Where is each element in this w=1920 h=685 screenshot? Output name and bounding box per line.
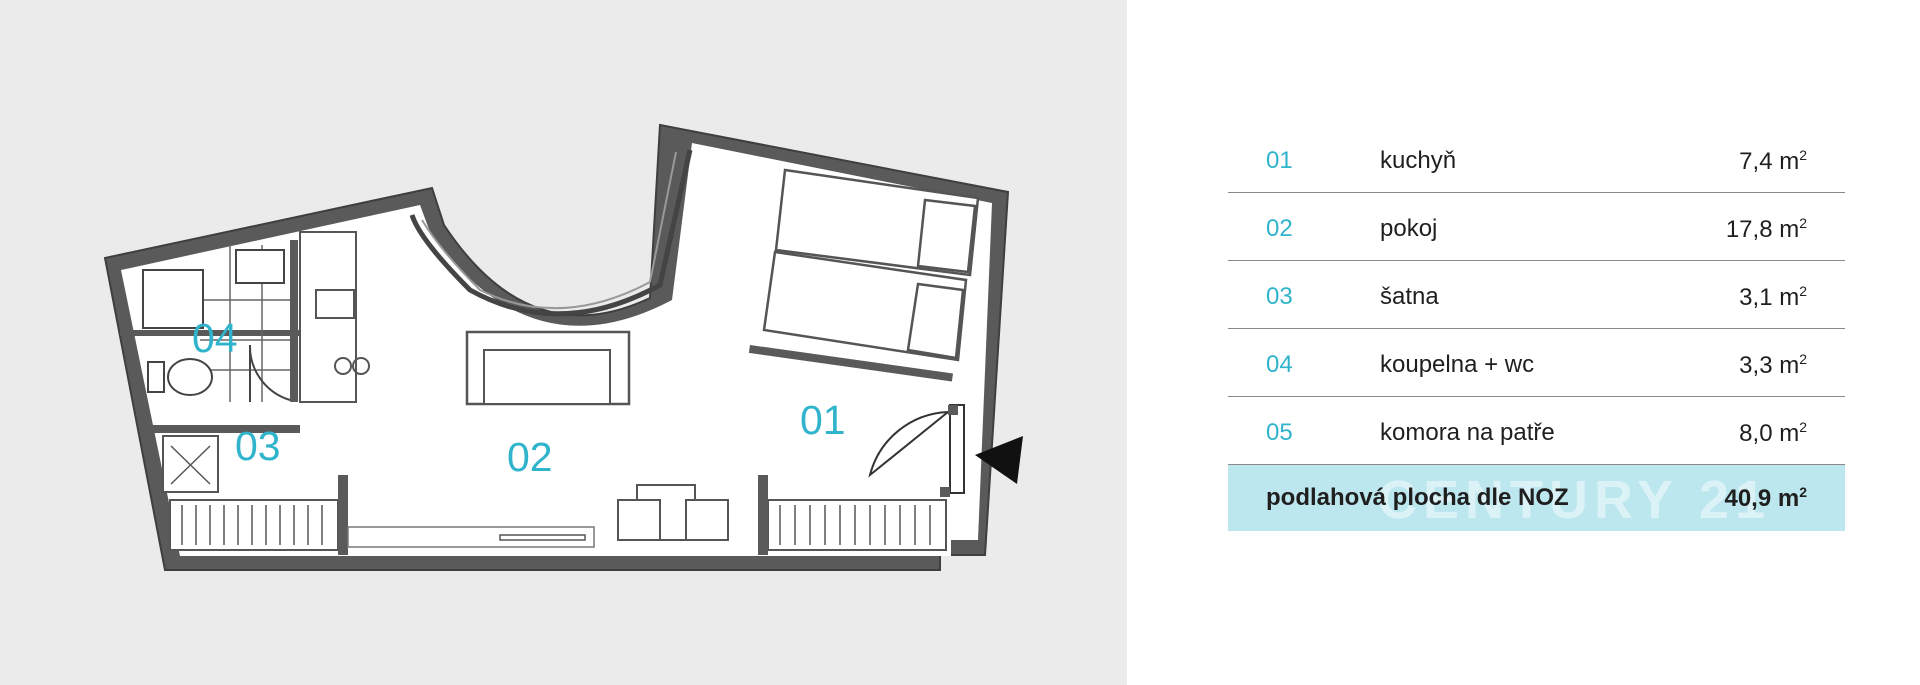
room-name: pokoj	[1380, 215, 1438, 242]
chair-left	[617, 499, 661, 541]
room-area: 17,8 m2	[1725, 215, 1807, 243]
table-row: 05 komora na patře 8,0 m2	[1228, 397, 1845, 465]
window-sill	[347, 526, 595, 548]
table-row: 03 šatna 3,1 m2	[1228, 261, 1845, 329]
area-table-panel: 01 kuchyň 7,4 m2 02 pokoj 17,8 m2 03 šat…	[1127, 0, 1920, 685]
total-area: 40,9 m2	[1724, 484, 1807, 512]
stove-hob	[334, 357, 352, 375]
table-row: 04 koupelna + wc 3,3 m2	[1228, 329, 1845, 397]
bathroom-tiles	[200, 245, 290, 402]
bunk-beds	[762, 168, 980, 362]
toilet	[167, 358, 213, 396]
shower-tray	[142, 269, 204, 329]
room-number: 03	[1266, 283, 1293, 310]
chair-right	[685, 499, 729, 541]
room-area: 3,1 m2	[1739, 283, 1807, 311]
room-area: 3,3 m2	[1739, 351, 1807, 379]
table-row: 01 kuchyň 7,4 m2	[1228, 125, 1845, 193]
room-number: 02	[1266, 215, 1293, 242]
room-label-04: 04	[192, 315, 238, 361]
floor-plan-panel: 04 03 02 01	[0, 0, 1127, 685]
table-row: 02 pokoj 17,8 m2	[1228, 193, 1845, 261]
room-label-01: 01	[800, 397, 846, 443]
area-table: 01 kuchyň 7,4 m2 02 pokoj 17,8 m2 03 šat…	[1228, 125, 1845, 531]
total-label: podlahová plocha dle NOZ	[1266, 484, 1569, 511]
room-name: koupelna + wc	[1380, 351, 1535, 378]
sink	[235, 249, 285, 284]
room-label-03: 03	[235, 423, 281, 469]
wardrobe-left	[169, 499, 339, 551]
room-name: šatna	[1380, 283, 1439, 310]
floor-plan-drawing	[103, 123, 1023, 571]
room-label-02: 02	[507, 434, 553, 480]
room-number: 04	[1266, 351, 1293, 378]
total-area-row: CENTURY 21 podlahová plocha dle NOZ 40,9…	[1228, 465, 1845, 531]
bathroom-door	[248, 344, 291, 402]
watermark-logo: CENTURY 21	[1378, 470, 1772, 530]
room-number: 05	[1266, 419, 1293, 446]
room-name: komora na patře	[1380, 419, 1555, 446]
wardrobe-right	[767, 499, 947, 551]
entrance-arrow-icon	[975, 436, 1023, 484]
room-area: 7,4 m2	[1739, 147, 1807, 175]
room-number: 01	[1266, 147, 1293, 174]
bathroom-wall	[290, 240, 298, 402]
room-name: kuchyň	[1380, 147, 1457, 174]
room-area: 8,0 m2	[1739, 419, 1807, 447]
entrance-door	[868, 411, 949, 478]
curved-window-bay	[409, 149, 693, 317]
